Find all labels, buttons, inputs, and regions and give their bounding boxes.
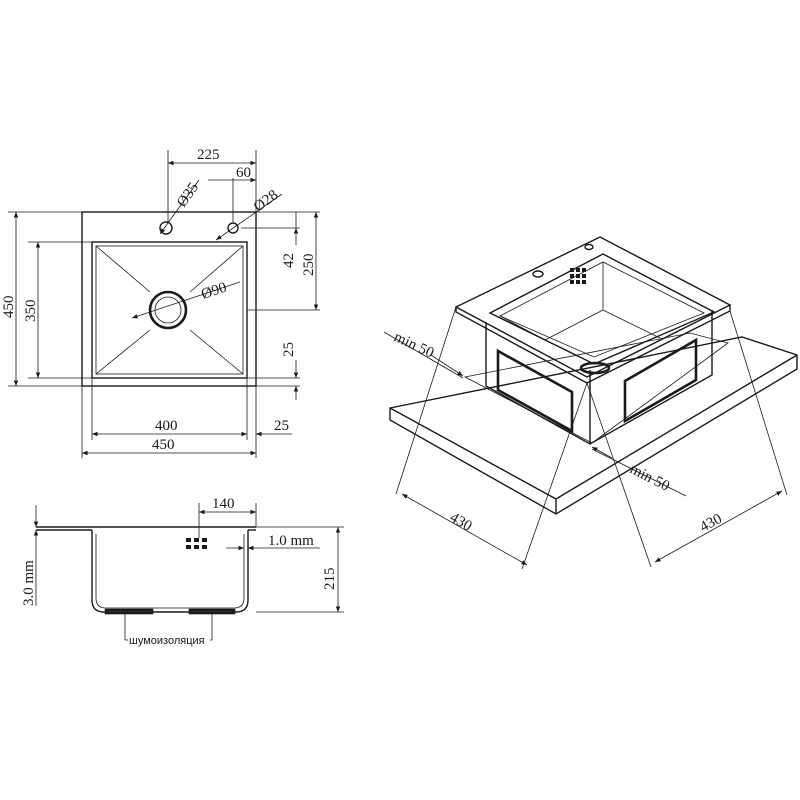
dim-400: 400 xyxy=(155,418,178,434)
side-view: 140 1.0 mm 3.0 mm 215 шумоизоляция xyxy=(21,496,344,647)
dim-215: 215 xyxy=(322,568,338,591)
overflow-slot-icon xyxy=(186,538,207,549)
dim-d90: Ø90 xyxy=(199,280,229,303)
sink-profile xyxy=(91,530,249,613)
sink-opening xyxy=(488,253,716,365)
dim-350: 350 xyxy=(23,300,39,323)
dim-430-right: 430 xyxy=(697,511,724,536)
dim-3mm: 3.0 mm xyxy=(21,560,37,606)
drain xyxy=(579,361,611,375)
faucet-hole xyxy=(532,270,544,278)
faucet-hole xyxy=(159,221,173,235)
insulation-pad-right xyxy=(188,608,236,615)
dim-250: 250 xyxy=(301,254,317,277)
overflow-hole xyxy=(584,243,594,251)
dim-60: 60 xyxy=(236,165,251,181)
overflow-hole xyxy=(227,222,239,234)
dim-25-bottom: 25 xyxy=(274,418,289,434)
dim-1mm: 1.0 mm xyxy=(268,533,314,549)
dim-min50-left: min 50 xyxy=(391,329,436,361)
sink-panel-right xyxy=(623,337,698,424)
insulation-label: шумоизоляция xyxy=(129,635,205,647)
dim-450-left: 450 xyxy=(1,296,17,319)
sink-panel-left xyxy=(496,348,574,434)
sink-outer-rim xyxy=(81,211,257,387)
dim-140: 140 xyxy=(212,496,235,512)
countertop-slab xyxy=(389,336,798,515)
dim-d35: Ø35 xyxy=(174,180,202,210)
sink-bowl-inner xyxy=(95,245,244,375)
dim-225: 225 xyxy=(197,147,220,163)
dim-25-right: 25 xyxy=(281,342,297,357)
iso-view: min 50 min 50 430 430 xyxy=(383,236,798,570)
dim-42: 42 xyxy=(281,253,297,268)
dim-d28: Ø28 xyxy=(251,187,281,215)
dim-430-left: 430 xyxy=(447,510,474,535)
dim-min50-right: min 50 xyxy=(627,461,672,494)
drain-circle xyxy=(148,290,188,330)
insulation-pad-left xyxy=(104,608,154,615)
top-view: 225 60 Ø35 Ø28 Ø90 450 350 42 xyxy=(1,147,320,458)
overflow-slot-icon xyxy=(570,268,586,284)
dim-450-bottom: 450 xyxy=(152,437,175,453)
